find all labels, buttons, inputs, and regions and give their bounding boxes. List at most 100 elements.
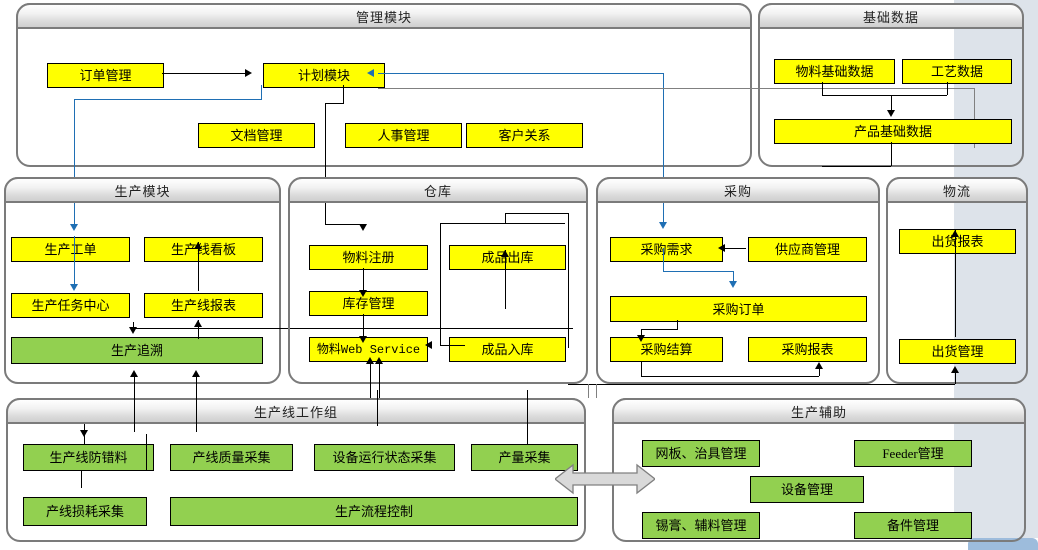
module-basic-data[interactable]: 基础数据 物料基础数据 工艺数据 产品基础数据 — [758, 3, 1024, 167]
module-production-support-title: 生产辅助 — [612, 398, 1026, 424]
connector-workgroup-to-webservice-a — [370, 359, 371, 419]
connector-workgroup-rail-b-drop — [527, 407, 528, 449]
node-fg-outbound[interactable]: 成品出库 — [449, 245, 566, 270]
arrow-to-product-basic-data — [887, 110, 895, 117]
node-fg-inbound[interactable]: 成品入库 — [449, 337, 566, 362]
module-management-title: 管理模块 — [16, 3, 752, 29]
module-production-body: 生产工单 生产线看板 生产任务中心 生产线报表 生产追溯 — [6, 205, 279, 382]
module-purchasing-body: 采购需求 供应商管理 采购订单 采购结算 采购报表 — [598, 205, 878, 382]
connector-into-shipmgmt — [955, 368, 956, 384]
node-crm[interactable]: 客户关系 — [466, 123, 583, 148]
node-material-register[interactable]: 物料注册 — [309, 245, 428, 270]
arrow-order-to-settle — [637, 335, 645, 342]
module-line-workgroup[interactable]: 生产线工作组 生产线防错料 产线质量采集 设备运行状态采集 产量采集 产线损耗采… — [6, 398, 586, 542]
node-stencil-fixture-mgmt[interactable]: 网板、治具管理 — [642, 440, 760, 467]
module-logistics[interactable]: 物流 出货报表 出货管理 — [886, 177, 1028, 384]
arrow-into-shipmgmt — [951, 366, 959, 373]
arrow-register-to-inventory — [359, 290, 367, 297]
module-production-support-body: 网板、治具管理 Feeder管理 设备管理 锡膏、辅料管理 备件管理 — [614, 426, 1024, 540]
connector-plan-to-purchase-drop — [663, 73, 664, 225]
node-line-poka-yoke[interactable]: 生产线防错料 — [23, 444, 154, 471]
node-order-mgmt[interactable]: 订单管理 — [47, 63, 164, 88]
connector-order-to-plan — [162, 73, 245, 74]
connector-webservice-feed-top — [440, 223, 565, 224]
node-equip-status-collect[interactable]: 设备运行状态采集 — [314, 444, 455, 471]
module-production-support[interactable]: 生产辅助 网板、治具管理 Feeder管理 设备管理 锡膏、辅料管理 备件管理 — [612, 398, 1026, 542]
connector-loss-up — [81, 470, 82, 488]
connector-plan-to-warehouse-rail — [325, 103, 344, 104]
connector-settle-down — [641, 362, 642, 376]
connector-basicdata-merge — [822, 95, 947, 96]
arrow-shipmgmt-to-shipreport — [951, 230, 959, 237]
module-warehouse[interactable]: 仓库 物料注册 成品出库 库存管理 物料Web Service 成品入库 — [288, 177, 588, 384]
connector-loss-up-right — [146, 434, 147, 470]
node-process-control[interactable]: 生产流程控制 — [170, 497, 578, 526]
node-line-quality-collect[interactable]: 产线质量采集 — [170, 444, 293, 471]
module-management[interactable]: 管理模块 订单管理 计划模块 文档管理 人事管理 客户关系 — [16, 3, 752, 167]
node-doc-mgmt[interactable]: 文档管理 — [198, 123, 315, 148]
module-warehouse-body: 物料注册 成品出库 库存管理 物料Web Service 成品入库 — [290, 205, 586, 382]
connector-loss-jog — [81, 470, 146, 471]
node-spare-parts-mgmt[interactable]: 备件管理 — [854, 512, 972, 539]
node-output-collect[interactable]: 产量采集 — [471, 444, 578, 471]
arrow-quality-up — [130, 370, 138, 377]
arrow-workgroup-to-webservice-b — [375, 357, 383, 364]
module-purchasing[interactable]: 采购 采购需求 供应商管理 采购订单 采购结算 采购报表 — [596, 177, 880, 384]
node-prod-work-order[interactable]: 生产工单 — [11, 237, 130, 262]
connector-rail-into-trace — [133, 328, 573, 329]
node-purchase-report[interactable]: 采购报表 — [748, 337, 867, 362]
connector-leftrail-down — [74, 99, 75, 227]
connector-workgroup-to-webservice-b — [379, 359, 380, 407]
connector-into-webservice — [440, 345, 465, 346]
module-management-body: 订单管理 计划模块 文档管理 人事管理 客户关系 — [18, 31, 750, 165]
arrow-order-to-plan — [245, 69, 252, 77]
node-equipment-mgmt[interactable]: 设备管理 — [750, 476, 864, 503]
node-shipping-mgmt[interactable]: 出货管理 — [899, 339, 1016, 364]
node-prod-line-report[interactable]: 生产线报表 — [144, 293, 263, 318]
node-plan-module[interactable]: 计划模块 — [263, 63, 385, 88]
module-logistics-title: 物流 — [886, 177, 1028, 203]
connector-trace-rail-drop — [133, 322, 134, 329]
connector-plan-to-leftrail — [74, 99, 262, 100]
connector-purchase-to-plan — [378, 73, 663, 74]
module-basic-data-body: 物料基础数据 工艺数据 产品基础数据 — [760, 31, 1022, 165]
node-prod-line-board[interactable]: 生产线看板 — [144, 237, 263, 262]
node-product-basic-data[interactable]: 产品基础数据 — [774, 119, 1012, 144]
connector-fgoutbound-rail-drop — [568, 213, 569, 348]
connector-product-basic-rail — [822, 166, 891, 167]
connector-linereport-to-board — [198, 242, 199, 291]
connector-request-to-order-jog — [663, 271, 733, 272]
module-production-title: 生产模块 — [4, 177, 281, 203]
connector-plan-down-right — [343, 85, 344, 103]
connector-processdata-down — [947, 82, 948, 95]
connector-register-to-inventory — [363, 268, 364, 293]
arrow-into-poka-yoke — [80, 430, 88, 437]
node-purchase-settle[interactable]: 采购结算 — [610, 337, 723, 362]
node-prod-task-center[interactable]: 生产任务中心 — [11, 293, 130, 318]
arrow-settle-to-report — [815, 362, 823, 369]
node-hr-mgmt[interactable]: 人事管理 — [345, 123, 462, 148]
arrow-inventory-to-webservice — [359, 336, 367, 343]
node-material-basic-data[interactable]: 物料基础数据 — [774, 59, 895, 84]
module-line-workgroup-body: 生产线防错料 产线质量采集 设备运行状态采集 产量采集 产线损耗采集 生产流程控… — [8, 426, 584, 540]
connector-basicdata-rail-right — [974, 88, 975, 148]
module-production[interactable]: 生产模块 生产工单 生产线看板 生产任务中心 生产线报表 生产追溯 — [4, 177, 281, 384]
node-prod-trace[interactable]: 生产追溯 — [11, 337, 263, 364]
node-solder-aux-mgmt[interactable]: 锡膏、辅料管理 — [642, 512, 760, 539]
arrow-quality-up-b — [192, 370, 200, 377]
node-purchase-request[interactable]: 采购需求 — [610, 237, 723, 262]
arrow-trace-to-linereport — [194, 320, 202, 327]
arrow-fginbound-to-fgoutbound — [501, 250, 509, 257]
node-feeder-mgmt[interactable]: Feeder管理 — [854, 440, 972, 467]
node-inventory-mgmt[interactable]: 库存管理 — [309, 291, 428, 316]
node-supplier-mgmt[interactable]: 供应商管理 — [748, 237, 867, 262]
connector-order-to-settle-drop — [641, 329, 642, 337]
node-purchase-order[interactable]: 采购订单 — [610, 296, 867, 322]
node-line-loss-collect[interactable]: 产线损耗采集 — [23, 497, 147, 526]
connector-basicdata-rail-top — [378, 88, 974, 89]
connector-quality-up-b — [196, 372, 197, 432]
node-process-data[interactable]: 工艺数据 — [902, 59, 1012, 84]
connector-product-basic-out — [891, 142, 892, 166]
arrow-workorder-to-taskcenter — [70, 284, 78, 291]
